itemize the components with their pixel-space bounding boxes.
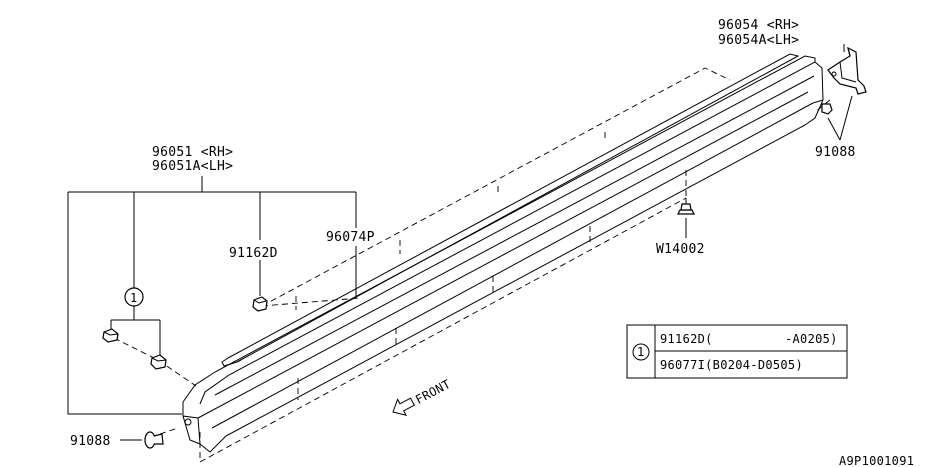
label-w14002: W14002 bbox=[656, 242, 705, 257]
label-96074p: 96074P bbox=[326, 230, 375, 245]
reference-table: 1 91162D( -A0205) 96077I(B0204-D0505) bbox=[626, 324, 848, 379]
side-sill-molding bbox=[182, 55, 824, 453]
label-91088-front: 91088 bbox=[70, 434, 111, 449]
screw-91088-front bbox=[144, 418, 192, 449]
upper-strip-96074p bbox=[221, 53, 800, 367]
table-row-2-part: 96077I(B0204-D0505) bbox=[660, 358, 803, 372]
ref-marker-1: 1 bbox=[124, 287, 144, 307]
figure-id: A9P1001091 bbox=[839, 454, 914, 467]
assembly-lines bbox=[113, 67, 831, 463]
leader-lines bbox=[67, 44, 853, 441]
table-row-1-part: 91162D( bbox=[660, 332, 713, 346]
clip-91162d bbox=[252, 296, 268, 312]
label-96054-rh: 96054 <RH> bbox=[718, 18, 799, 33]
rear-bracket-96054 bbox=[821, 46, 867, 115]
clip-ref-1a bbox=[102, 328, 119, 343]
table-row-1-range: -A0205) bbox=[785, 332, 838, 346]
label-91162d: 91162D bbox=[229, 246, 278, 261]
label-96051-rh: 96051 <RH> bbox=[152, 145, 233, 160]
ref-marker-1-label: 1 bbox=[130, 291, 138, 305]
front-arrow-label: FRONT bbox=[413, 377, 453, 407]
table-marker: 1 bbox=[637, 345, 645, 359]
clip-ref-1b bbox=[150, 354, 167, 370]
label-96054a-lh: 96054A<LH> bbox=[718, 33, 799, 48]
clip-w14002 bbox=[677, 198, 695, 215]
label-96051a-lh: 96051A<LH> bbox=[152, 159, 233, 174]
front-arrow: FRONT bbox=[392, 377, 453, 417]
label-91088-rear: 91088 bbox=[815, 145, 856, 160]
